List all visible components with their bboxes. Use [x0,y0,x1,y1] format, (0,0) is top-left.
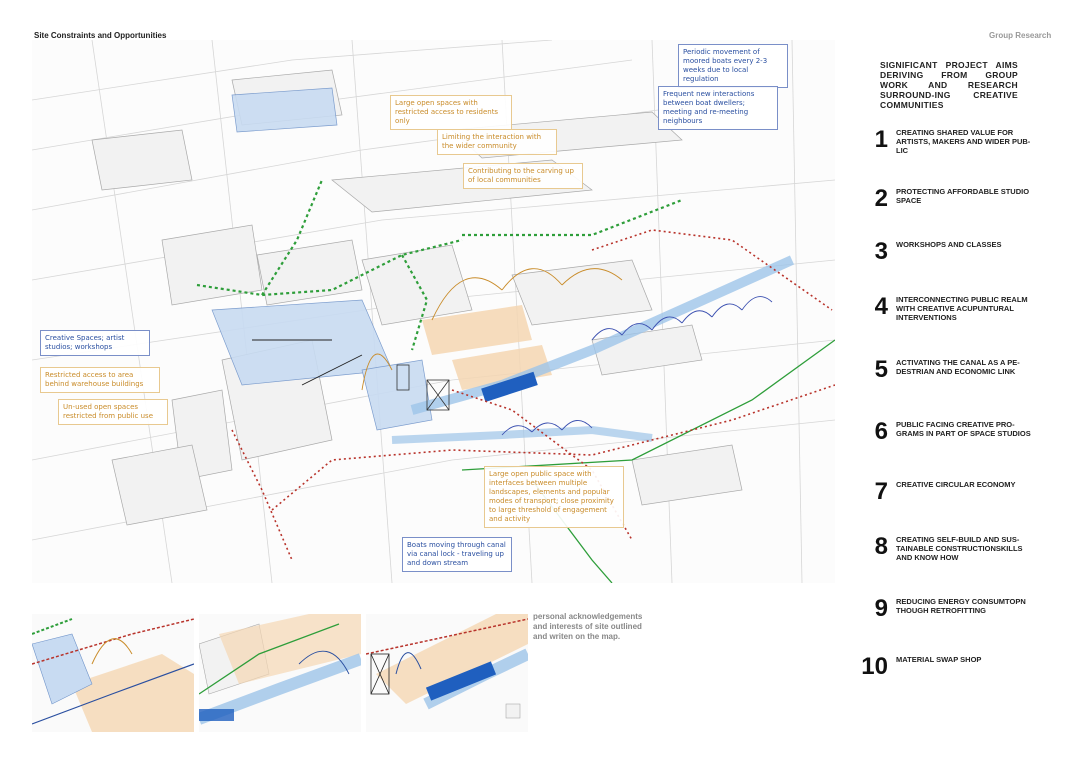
aim-item: 9 REDUCING ENERGY CONSUMTOPN THOUGH RETRO… [860,596,1040,636]
page-title: Site Constraints and Opportunities [34,31,167,40]
aim-text: INTERCONNECTING PUBLIC REALM WITH CREATI… [896,295,1028,322]
annotation-large-public-space: Large open public space with interfaces … [484,466,624,528]
aim-text: CREATING SELF-BUILD AND SUS-TAINABLE CON… [896,535,1023,562]
annotation-carving-up: Contributing to the carving up of local … [463,163,583,189]
annotation-creative-spaces: Creative Spaces; artist studios; worksho… [40,330,150,356]
aim-number: 10 [861,653,888,680]
acknowledgements-note: personal acknowledgements and interests … [533,612,643,641]
annotation-moored-boats: Periodic movement of moored boats every … [678,44,788,88]
detail-panel-2 [199,614,361,732]
aim-item: 7 CREATIVE CIRCULAR ECONOMY [860,479,1040,519]
aim-number: 8 [874,533,888,560]
annotation-limiting-interaction: Limiting the interaction with the wider … [437,129,557,155]
aim-item: 10 MATERIAL SWAP SHOP [860,654,1040,694]
aim-number: 3 [874,238,888,265]
aim-number: 4 [874,293,888,320]
aim-item: 6 PUBLIC FACING CREATIVE PRO-GRAMS IN PAR… [860,419,1040,459]
aim-item: 4 INTERCONNECTING PUBLIC REALM WITH CREAT… [860,294,1040,334]
aim-item: 5 ACTIVATING THE CANAL AS A PE-DESTRIAN A… [860,357,1040,397]
aims-title: SIGNIFICANT PROJECT AIMS DERIVING FROM G… [880,60,1018,110]
detail-panel-3 [366,614,528,732]
aim-item: 2 PROTECTING AFFORDABLE STUDIO SPACE [860,186,1040,226]
aim-item: 3 WORKSHOPS AND CLASSES [860,239,1040,279]
aim-number: 9 [874,595,888,622]
aim-number: 1 [874,126,888,153]
annotation-large-open-restricted: Large open spaces with restricted access… [390,95,512,130]
aim-text: PROTECTING AFFORDABLE STUDIO SPACE [896,187,1030,205]
aim-text: CREATIVE CIRCULAR ECONOMY [896,480,1016,489]
aim-text: ACTIVATING THE CANAL AS A PE-DESTRIAN AN… [896,358,1020,376]
aim-text: WORKSHOPS AND CLASSES [896,240,1002,249]
aim-text: CREATING SHARED VALUE FOR ARTISTS, MAKER… [896,128,1031,155]
aim-number: 6 [874,418,888,445]
aim-item: 8 CREATING SELF-BUILD AND SUS-TAINABLE CO… [860,534,1040,574]
aim-number: 2 [874,185,888,212]
annotation-restricted-access: Restricted access to area behind warehou… [40,367,160,393]
annotation-unused-open: Un-used open spaces restricted from publ… [58,399,168,425]
annotation-boat-dwellers: Frequent new interactions between boat d… [658,86,778,130]
site-map [32,40,835,583]
aim-text: PUBLIC FACING CREATIVE PRO-GRAMS IN PART… [896,420,1031,438]
section-label: Group Research [989,31,1052,40]
detail-panel-1 [32,614,194,732]
annotation-boats-moving: Boats moving through canal via canal loc… [402,537,512,572]
aim-item: 1 CREATING SHARED VALUE FOR ARTISTS, MAKE… [860,127,1040,167]
aim-text: MATERIAL SWAP SHOP [896,655,982,664]
aim-text: REDUCING ENERGY CONSUMTOPN THOUGH RETROF… [896,597,1026,615]
aim-number: 7 [874,478,888,505]
aim-number: 5 [874,356,888,383]
